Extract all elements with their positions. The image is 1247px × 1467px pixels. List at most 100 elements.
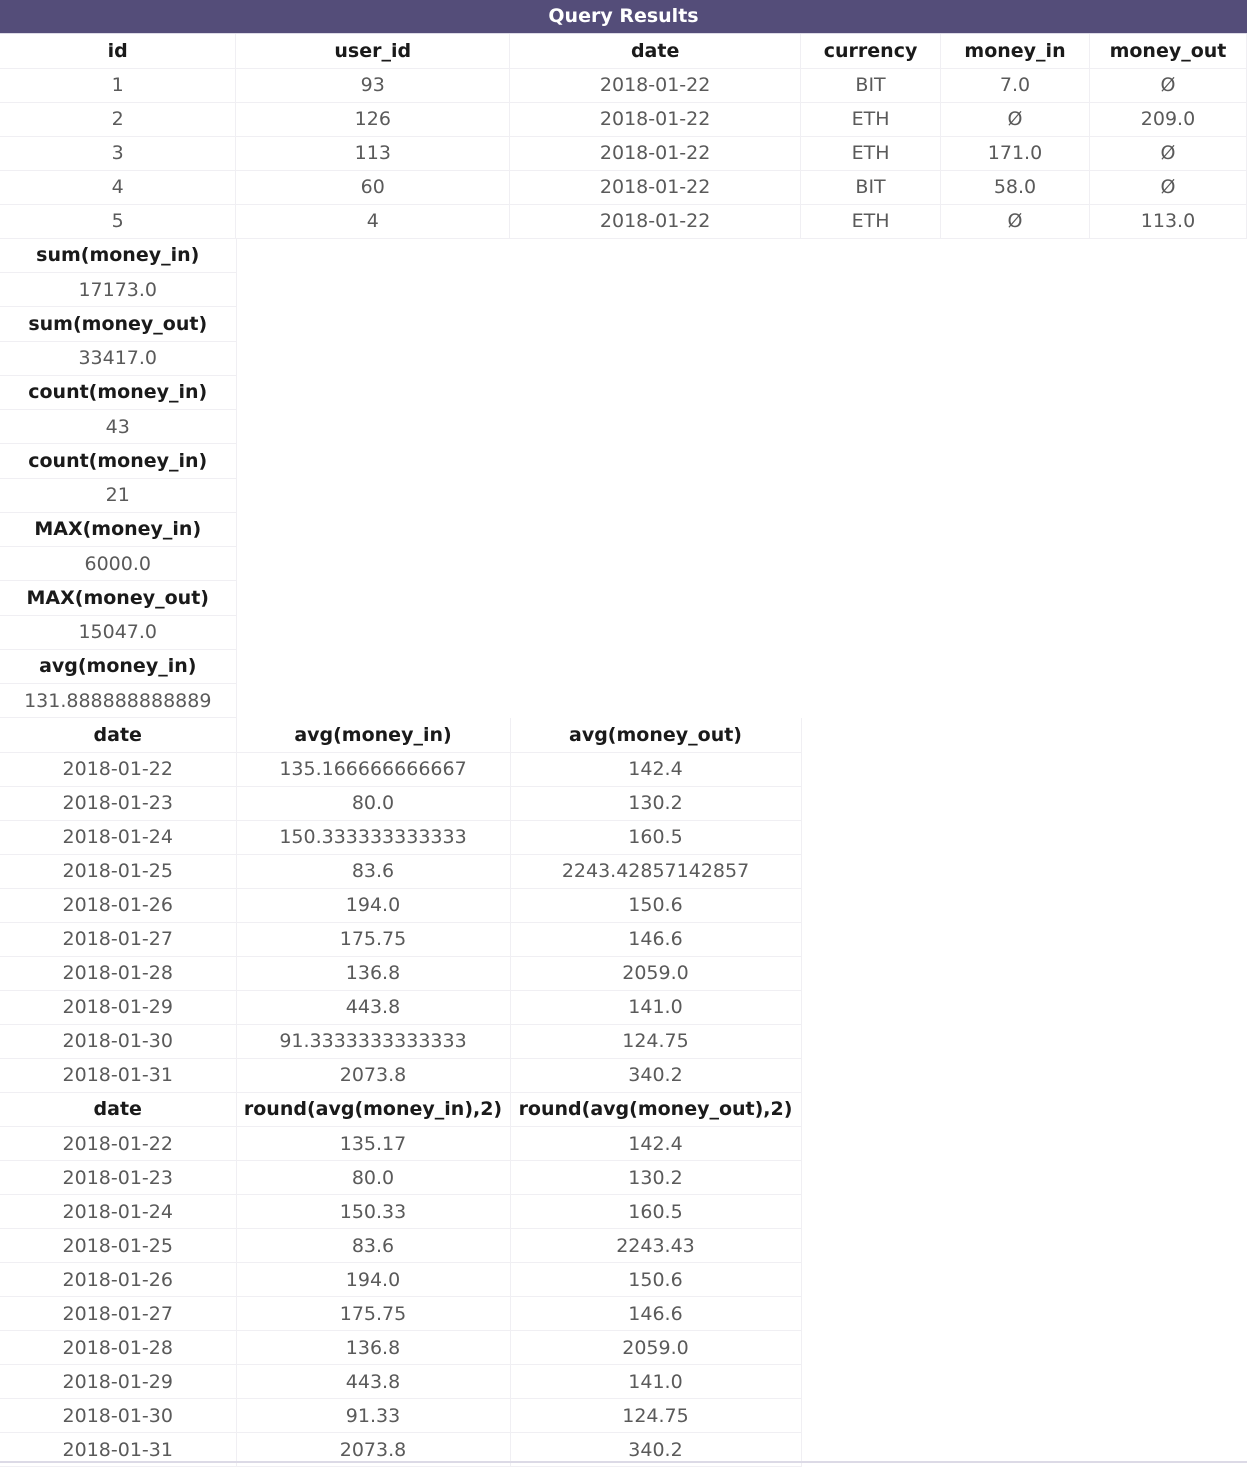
table-cell: 160.5 [510,820,801,854]
table-cell: 130.2 [510,786,801,820]
table-cell: 2018-01-29 [0,1365,236,1399]
table-header-row: sum(money_in) [0,239,236,273]
column-header: sum(money_out) [0,307,236,341]
table-header-row: count(money_in) [0,444,236,478]
table-header-row: avg(money_in) [0,650,236,684]
table-cell: 2018-01-23 [0,786,236,820]
table-cell: 2018-01-24 [0,820,236,854]
table-cell: 2018-01-27 [0,922,236,956]
table-cell: ETH [801,204,941,238]
table-cell: Ø [941,204,1090,238]
table-cell: 150.333333333333 [236,820,510,854]
table-cell: Ø [1089,170,1246,204]
column-header: avg(money_in) [236,718,510,752]
table-cell: 2018-01-28 [0,1331,236,1365]
column-header: currency [801,34,941,68]
table-cell: 2018-01-25 [0,854,236,888]
table-cell: 3 [0,136,236,170]
table-cell: Ø [1089,68,1246,102]
table-cell: 150.6 [510,888,801,922]
table-cell: 160.5 [510,1195,801,1229]
table-cell: 2018-01-30 [0,1024,236,1058]
table-cell: 2018-01-26 [0,888,236,922]
table-cell: 2018-01-30 [0,1399,236,1433]
table-cell: ETH [801,136,941,170]
table-cell: 146.6 [510,922,801,956]
table-cell: 4 [236,204,510,238]
table-cell: 2018-01-29 [0,990,236,1024]
table-header-row: MAX(money_out) [0,581,236,615]
table-cell: 2243.42857142857 [510,854,801,888]
column-header: money_out [1089,34,1246,68]
table-cell: 113.0 [1089,204,1246,238]
table-header-row: sum(money_out) [0,307,236,341]
table-cell: 142.4 [510,1127,801,1161]
column-header: round(avg(money_in),2) [236,1093,510,1127]
column-header: date [0,718,236,752]
table-cell: 141.0 [510,990,801,1024]
table-cell: 2018-01-24 [0,1195,236,1229]
table-cell: 93 [236,68,510,102]
column-header: user_id [236,34,510,68]
table-cell: 2018-01-23 [0,1161,236,1195]
table-cell: 150.33 [236,1195,510,1229]
table-cell: 136.8 [236,956,510,990]
table-cell: BIT [801,68,941,102]
column-header: MAX(money_in) [0,513,236,547]
column-header: id [0,34,236,68]
query-results-title: Query Results [0,0,1247,34]
table-cell: 2018-01-22 [510,68,801,102]
table-cell: 175.75 [236,922,510,956]
table-row: 131.888888888889 [0,684,236,718]
table-cell: 2059.0 [510,1331,801,1365]
column-header: avg(money_in) [0,650,236,684]
table-row: 6000.0 [0,547,236,581]
result-table: count(money_in)43 [0,376,1247,445]
table-cell: 2243.43 [510,1229,801,1263]
table-cell: 124.75 [510,1399,801,1433]
table-row: 33417.0 [0,341,236,375]
table-cell: 171.0 [941,136,1090,170]
table-cell: 17173.0 [0,273,236,307]
table-cell: 2073.8 [236,1058,510,1092]
table-cell: 5 [0,204,236,238]
table-cell: 135.17 [236,1127,510,1161]
table-cell: 124.75 [510,1024,801,1058]
table-cell: 43 [0,410,236,444]
table-cell: 91.33 [236,1399,510,1433]
table-cell: 2018-01-31 [0,1058,236,1092]
table-cell: 21 [0,478,236,512]
table-cell: 2018-01-28 [0,956,236,990]
table-cell: 2018-01-22 [0,752,236,786]
result-table: sum(money_out)33417.0 [0,307,1247,376]
table-cell: 131.888888888889 [0,684,236,718]
table-cell: 150.6 [510,1263,801,1297]
table-cell: BIT [801,170,941,204]
table-row: 15047.0 [0,615,236,649]
table-cell: 142.4 [510,752,801,786]
result-table: avg(money_in)131.888888888889 [0,650,1247,719]
table-cell: 2018-01-25 [0,1229,236,1263]
